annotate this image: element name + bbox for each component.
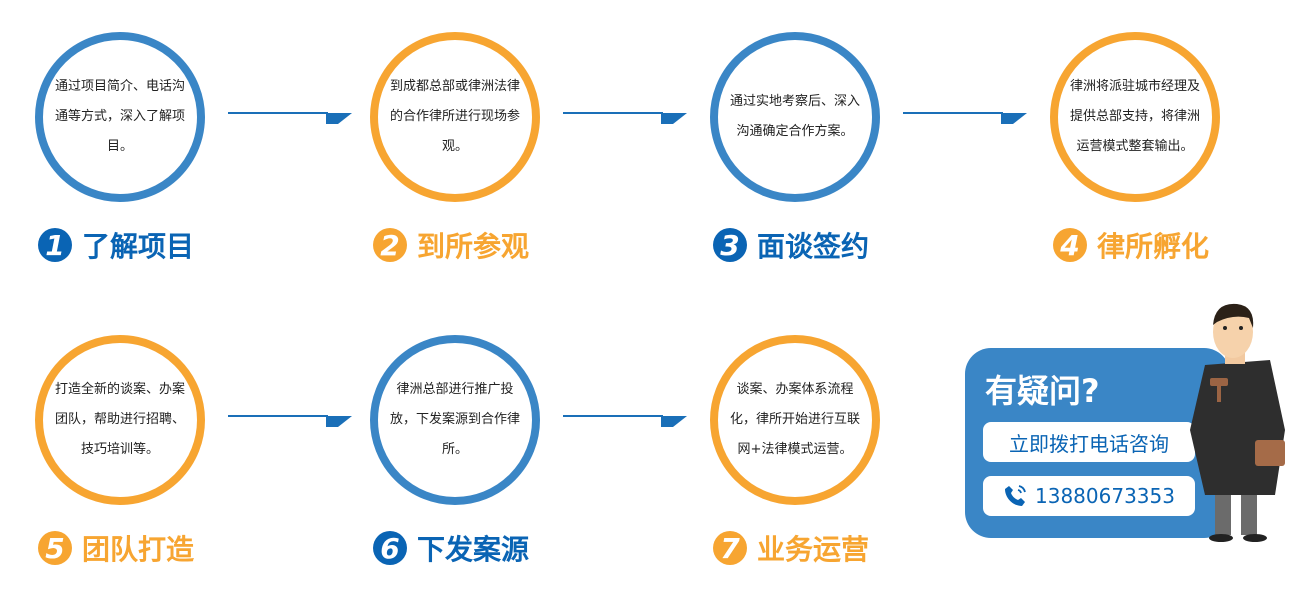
step-circle-6: 律洲总部进行推广投放，下发案源到合作律所。 — [370, 335, 540, 505]
step-title-7: 7 业务运营 — [713, 528, 869, 568]
step-circle-4: 律洲将派驻城市经理及提供总部支持，将律洲运营模式整套输出。 — [1050, 32, 1220, 202]
phone-number: 13880673353 — [1035, 484, 1175, 508]
contact-panel: 有疑问? 立即拨打电话咨询 13880673353 — [965, 348, 1230, 538]
lawyer-illustration — [1190, 303, 1285, 542]
step-title-text: 团队打造 — [82, 533, 195, 566]
step-number: 1 — [45, 228, 65, 262]
call-consult-button[interactable]: 立即拨打电话咨询 — [983, 422, 1195, 462]
arrow-icon — [228, 415, 352, 427]
step-description: 谈案、办案体系流程化，律所开始进行互联网+法律模式运营。 — [729, 382, 860, 457]
step-title-3: 3 面谈签约 — [713, 225, 869, 265]
step-title-4: 4 律所孵化 — [1053, 225, 1209, 265]
phone-button[interactable]: 13880673353 — [983, 476, 1195, 516]
step-number-badge: 5 — [38, 531, 72, 565]
arrow-icon — [903, 112, 1027, 124]
step-title-text: 面谈签约 — [757, 230, 870, 263]
step-title-text: 下发案源 — [417, 533, 530, 566]
step-title-text: 业务运营 — [757, 533, 870, 566]
step-description: 律洲将派驻城市经理及提供总部支持，将律洲运营模式整套输出。 — [1069, 79, 1200, 154]
step-title-6: 6 下发案源 — [373, 528, 529, 568]
step-title-2: 2 到所参观 — [373, 225, 529, 265]
step-description: 到成都总部或律洲法律的合作律所进行现场参观。 — [389, 79, 520, 154]
step-circle-3: 通过实地考察后、深入沟通确定合作方案。 — [710, 32, 880, 202]
step-number: 2 — [380, 228, 400, 262]
arrow-icon — [563, 415, 687, 427]
step-circle-1: 通过项目简介、电话沟通等方式，深入了解项目。 — [35, 32, 205, 202]
step-number: 4 — [1060, 228, 1080, 262]
step-title-5: 5 团队打造 — [38, 528, 194, 568]
step-number-badge: 3 — [713, 228, 747, 262]
step-number-badge: 2 — [373, 228, 407, 262]
step-circle-2: 到成都总部或律洲法律的合作律所进行现场参观。 — [370, 32, 540, 202]
step-number: 7 — [720, 531, 740, 565]
step-description: 通过项目简介、电话沟通等方式，深入了解项目。 — [54, 79, 185, 154]
step-number-badge: 4 — [1053, 228, 1087, 262]
step-number: 3 — [720, 228, 740, 262]
phone-icon — [1005, 485, 1026, 506]
step-description: 律洲总部进行推广投放，下发案源到合作律所。 — [389, 382, 520, 457]
step-description: 通过实地考察后、深入沟通确定合作方案。 — [729, 94, 860, 139]
cta-label: 立即拨打电话咨询 — [1009, 431, 1169, 456]
step-number-badge: 7 — [713, 531, 747, 565]
arrow-icon — [563, 112, 687, 124]
step-title-text: 律所孵化 — [1097, 230, 1210, 263]
contact-heading: 有疑问? — [985, 372, 1100, 410]
step-number: 5 — [45, 531, 65, 565]
step-number-badge: 1 — [38, 228, 72, 262]
step-circle-7: 谈案、办案体系流程化，律所开始进行互联网+法律模式运营。 — [710, 335, 880, 505]
step-title-1: 1 了解项目 — [38, 225, 194, 265]
arrow-icon — [228, 112, 352, 124]
step-title-text: 了解项目 — [82, 230, 195, 263]
step-title-text: 到所参观 — [417, 230, 530, 263]
step-number-badge: 6 — [373, 531, 407, 565]
step-circle-5: 打造全新的谈案、办案团队，帮助进行招聘、技巧培训等。 — [35, 335, 205, 505]
step-number: 6 — [380, 531, 400, 565]
step-description: 打造全新的谈案、办案团队，帮助进行招聘、技巧培训等。 — [54, 382, 185, 457]
